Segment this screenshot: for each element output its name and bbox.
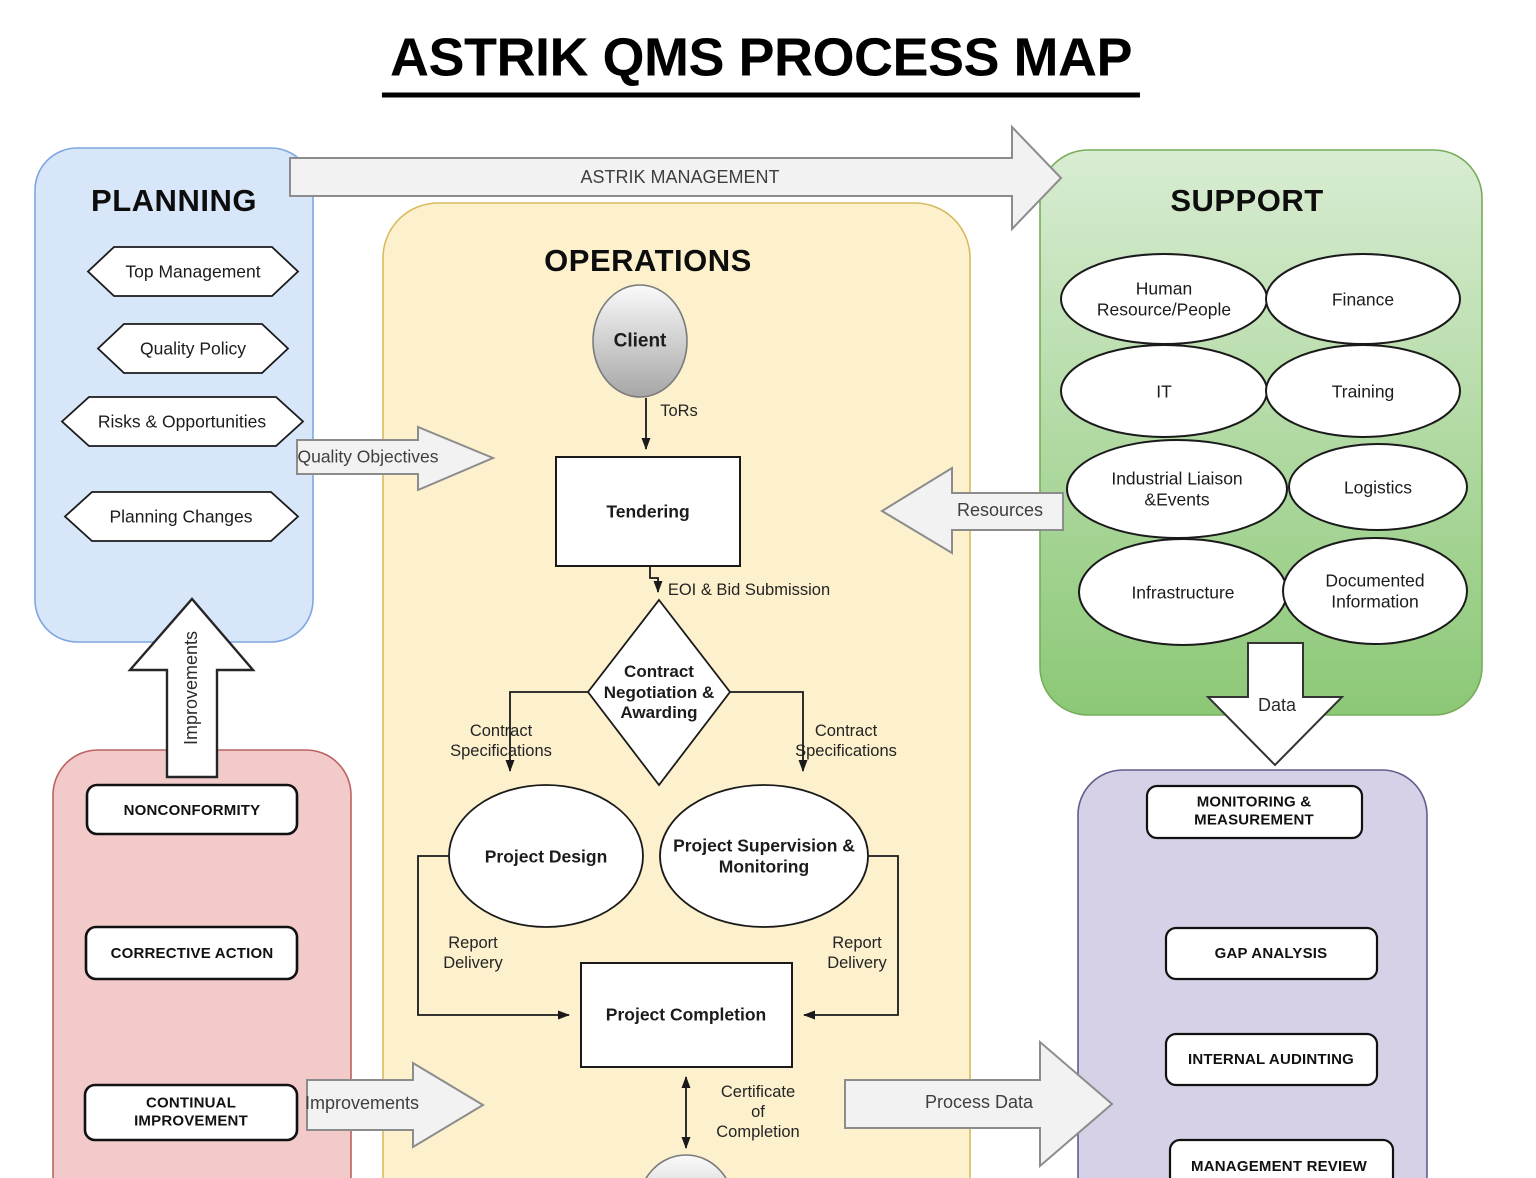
node-client-circle [592, 284, 688, 398]
internal-auditing-label: INTERNAL AUDINTING [1187, 1050, 1355, 1068]
connector-negotiation-supervision [730, 691, 808, 772]
improvements-right-arrow [306, 1061, 485, 1149]
project-completion-label: Project Completion [605, 1004, 767, 1025]
human-resource-label: Human Resource/People [1096, 278, 1232, 320]
documented-information-label: Documented Information [1325, 570, 1425, 612]
node-tendering [555, 456, 741, 567]
box-management-review [1168, 1138, 1395, 1178]
node-contract-negotiation-diamond [586, 598, 732, 787]
contract-negotiation-label: Contract Negotiation & Awarding [603, 661, 715, 723]
client-label: Client [613, 330, 667, 352]
ellipse-training [1265, 344, 1461, 438]
data-arrow-label: Data [1257, 695, 1297, 716]
box-gap-analysis [1164, 926, 1379, 981]
report-delivery-right-label: Report Delivery [827, 933, 887, 972]
hexagon-planning-changes-label: Planning Changes [109, 506, 253, 527]
logistics-label: Logistics [1343, 477, 1413, 498]
connector-supervision-completion [803, 855, 899, 1020]
quality-objectives-arrow [296, 425, 496, 492]
node-project-completion [580, 962, 793, 1068]
quality-objectives-arrow-label: Quality Objectives [297, 446, 439, 467]
contract-specs-left-label: Contract Specifications [450, 721, 552, 760]
astrik-management-arrow-label: ASTRIK MANAGEMENT [580, 167, 780, 188]
improvements-up-arrow-label: Improvements [181, 630, 202, 746]
training-label: Training [1331, 381, 1395, 402]
certificate-edge-label: Certificate of Completion [716, 1082, 800, 1142]
project-design-label: Project Design [484, 846, 608, 867]
contract-specs-right-label: Contract Specifications [795, 721, 897, 760]
gap-analysis-label: GAP ANALYSIS [1214, 944, 1328, 962]
box-internal-auditing [1164, 1032, 1379, 1087]
process-data-arrow [844, 1039, 1114, 1169]
planning-panel [34, 147, 314, 643]
operations-title: OPERATIONS [544, 243, 752, 279]
infrastructure-label: Infrastructure [1131, 582, 1235, 603]
connector-design-completion [417, 855, 570, 1020]
page-title: ASTRIK QMS PROCESS MAP [381, 27, 1141, 98]
improvements-up-arrow [127, 597, 256, 779]
box-corrective-action [84, 925, 299, 981]
process-data-arrow-label: Process Data [924, 1092, 1034, 1113]
box-continual-improvement [83, 1083, 299, 1142]
hexagon-risks-opportunities [60, 396, 305, 447]
eoi-edge-label: EOI & Bid Submission [667, 580, 831, 599]
hexagon-planning-changes [63, 491, 300, 542]
box-monitoring-measurement [1145, 784, 1364, 840]
connector-negotiation-design [505, 691, 588, 772]
nonconformity-label: NONCONFORMITY [123, 801, 261, 819]
management-review-label: MANAGEMENT REVIEW [1191, 1157, 1367, 1175]
tendering-label: Tendering [606, 501, 690, 522]
hexagon-top-management-label: Top Management [125, 261, 261, 282]
ellipse-logistics [1288, 443, 1468, 531]
continual-improvement-label: CONTINUAL IMPROVEMENT [134, 1094, 248, 1130]
support-title: SUPPORT [1170, 183, 1324, 219]
monitoring-measurement-label: MONITORING & MEASUREMENT [1194, 793, 1314, 829]
hexagon-risks-opportunities-label: Risks & Opportunities [97, 411, 267, 432]
astrik-management-arrow [289, 124, 1063, 232]
industrial-liaison-label: Industrial Liaison &Events [1111, 468, 1243, 510]
resources-arrow-label: Resources [956, 500, 1044, 521]
tors-edge-label: ToRs [660, 401, 698, 420]
it-label: IT [1156, 381, 1172, 402]
resources-arrow [880, 466, 1064, 555]
improvements-right-arrow-label: Improvements [304, 1093, 420, 1114]
hexagon-quality-policy [96, 323, 290, 374]
hexagon-quality-policy-label: Quality Policy [139, 338, 247, 359]
project-supervision-label: Project Supervision & Monitoring [673, 835, 855, 877]
report-delivery-left-label: Report Delivery [443, 933, 503, 972]
connector-tendering-negotiation [649, 566, 663, 593]
box-nonconformity [85, 783, 299, 836]
hexagon-top-management [86, 246, 300, 297]
planning-title: PLANNING [91, 183, 257, 219]
ellipse-documented-information [1282, 537, 1468, 645]
node-end-circle [645, 1154, 727, 1178]
corrective-action-label: CORRECTIVE ACTION [110, 944, 274, 962]
data-arrow [1205, 642, 1345, 767]
ellipse-industrial-liaison [1066, 439, 1288, 539]
finance-label: Finance [1331, 289, 1395, 310]
